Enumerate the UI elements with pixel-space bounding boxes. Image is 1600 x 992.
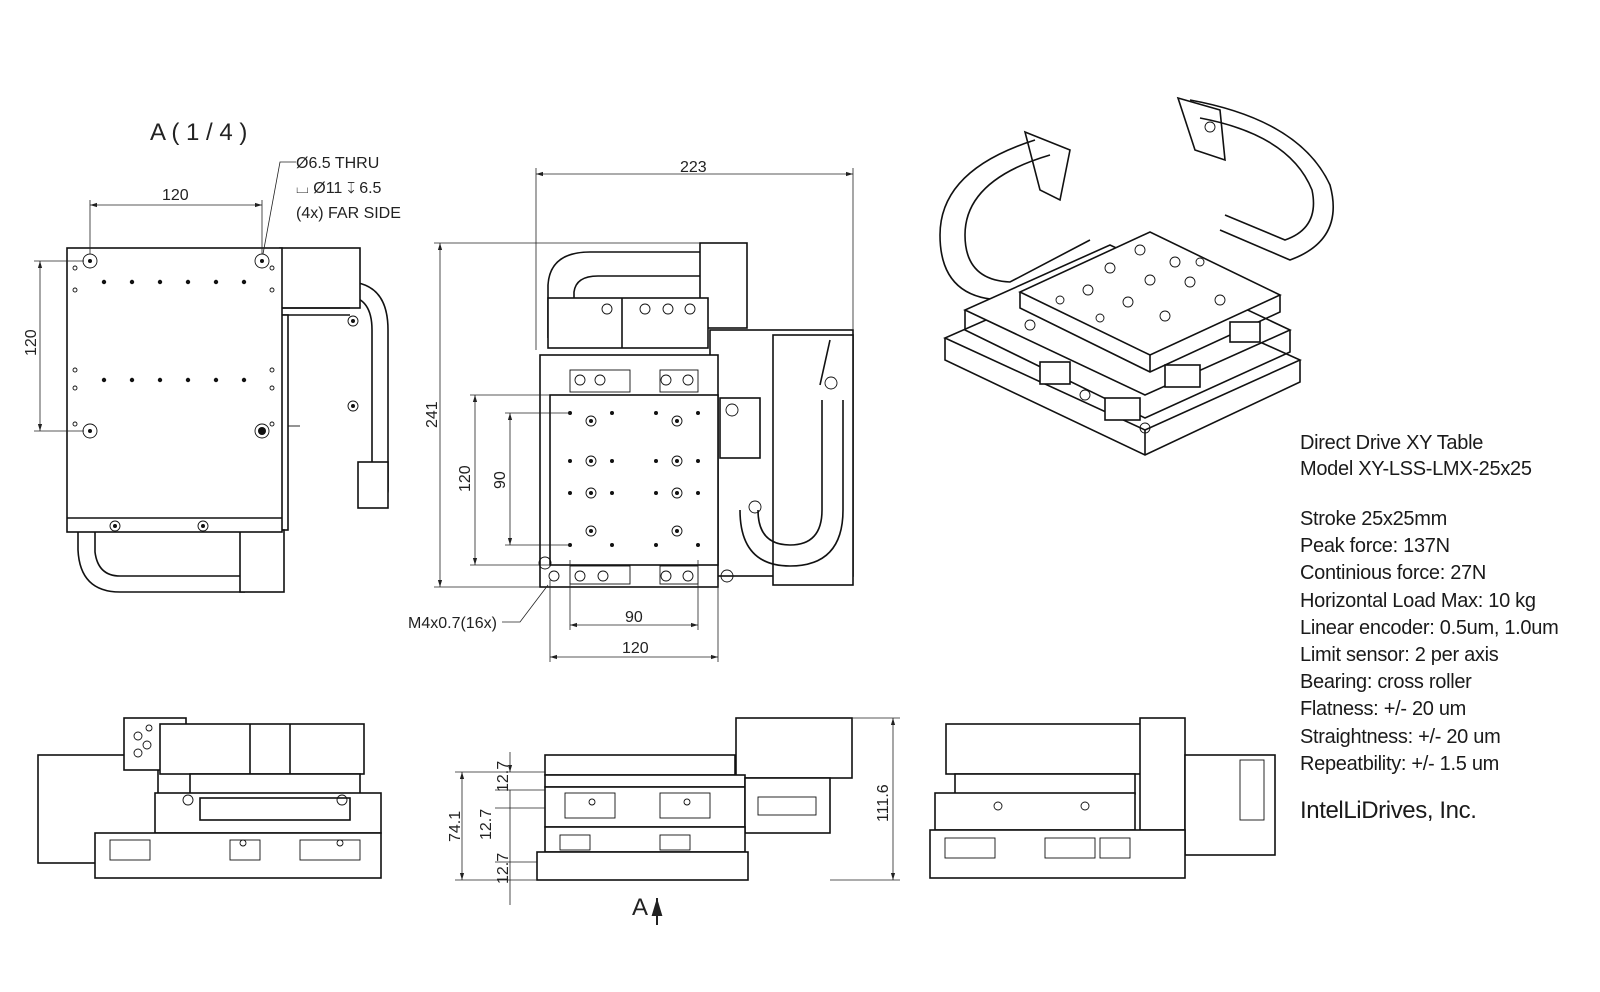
- view-isometric: [939, 96, 1334, 456]
- hole-callout-line1: Ø6.5 THRU: [296, 155, 379, 172]
- spec-item: Straightness: +/- 20 um: [1300, 725, 1501, 748]
- dim-side-height: 120: [23, 329, 40, 356]
- title-block: Direct Drive XY Table Model XY-LSS-LMX-2…: [1300, 430, 1590, 826]
- section-a-title: A ( 1 / 4 ): [150, 119, 247, 146]
- spec-item: Limit sensor: 2 per axis: [1300, 644, 1499, 667]
- spec-item: Stroke 25x25mm: [1300, 508, 1447, 530]
- product-model: Model XY-LSS-LMX-25x25: [1300, 458, 1532, 480]
- dim-side-width: 120: [162, 187, 189, 204]
- dim-stage-height: 74.1: [447, 811, 464, 842]
- product-title: Direct Drive XY Table: [1300, 432, 1484, 454]
- spec-item: Repeatbility: +/- 1.5 um: [1300, 752, 1500, 775]
- view-side-center: [455, 717, 900, 925]
- spec-item: Flatness: +/- 20 um: [1300, 698, 1467, 721]
- spec-item: Linear encoder: 0.5um, 1.0um: [1300, 616, 1559, 639]
- dim-overall-side-height: 111.6: [875, 784, 892, 822]
- spec-list: Stroke 25x25mm Peak force: 137N Continio…: [1300, 506, 1590, 778]
- spec-item: Bearing: cross roller: [1300, 671, 1472, 694]
- dim-hole-pitch-h: 90: [625, 609, 643, 626]
- view-side-right: [929, 717, 1276, 879]
- dim-layer-2: 12.7: [478, 809, 495, 840]
- spec-item: Continious force: 27N: [1300, 562, 1487, 585]
- section-arrow-label: A: [632, 894, 648, 921]
- dim-plate-width: 120: [622, 640, 649, 657]
- hole-callout-line3: (4x) FAR SIDE: [296, 205, 401, 222]
- spec-item: Horizontal Load Max: 10 kg: [1300, 589, 1536, 612]
- dim-overall-height: 241: [424, 401, 441, 428]
- dim-layer-1: 12.7: [495, 761, 512, 792]
- dim-hole-pitch-v: 90: [492, 471, 509, 489]
- view-top: [434, 168, 854, 662]
- dim-layer-3: 12.7: [495, 853, 512, 884]
- company-name: IntelLiDrives, Inc.: [1300, 797, 1477, 825]
- view-a-side: [34, 161, 389, 593]
- dim-overall-width: 223: [680, 159, 707, 176]
- dim-plate-height: 120: [457, 465, 474, 492]
- view-side-left: [37, 717, 382, 879]
- spec-item: Peak force: 137N: [1300, 535, 1450, 558]
- thread-callout: M4x0.7(16x): [408, 615, 497, 632]
- hole-callout-line2: ⌴ Ø11 ↧ 6.5: [296, 180, 382, 197]
